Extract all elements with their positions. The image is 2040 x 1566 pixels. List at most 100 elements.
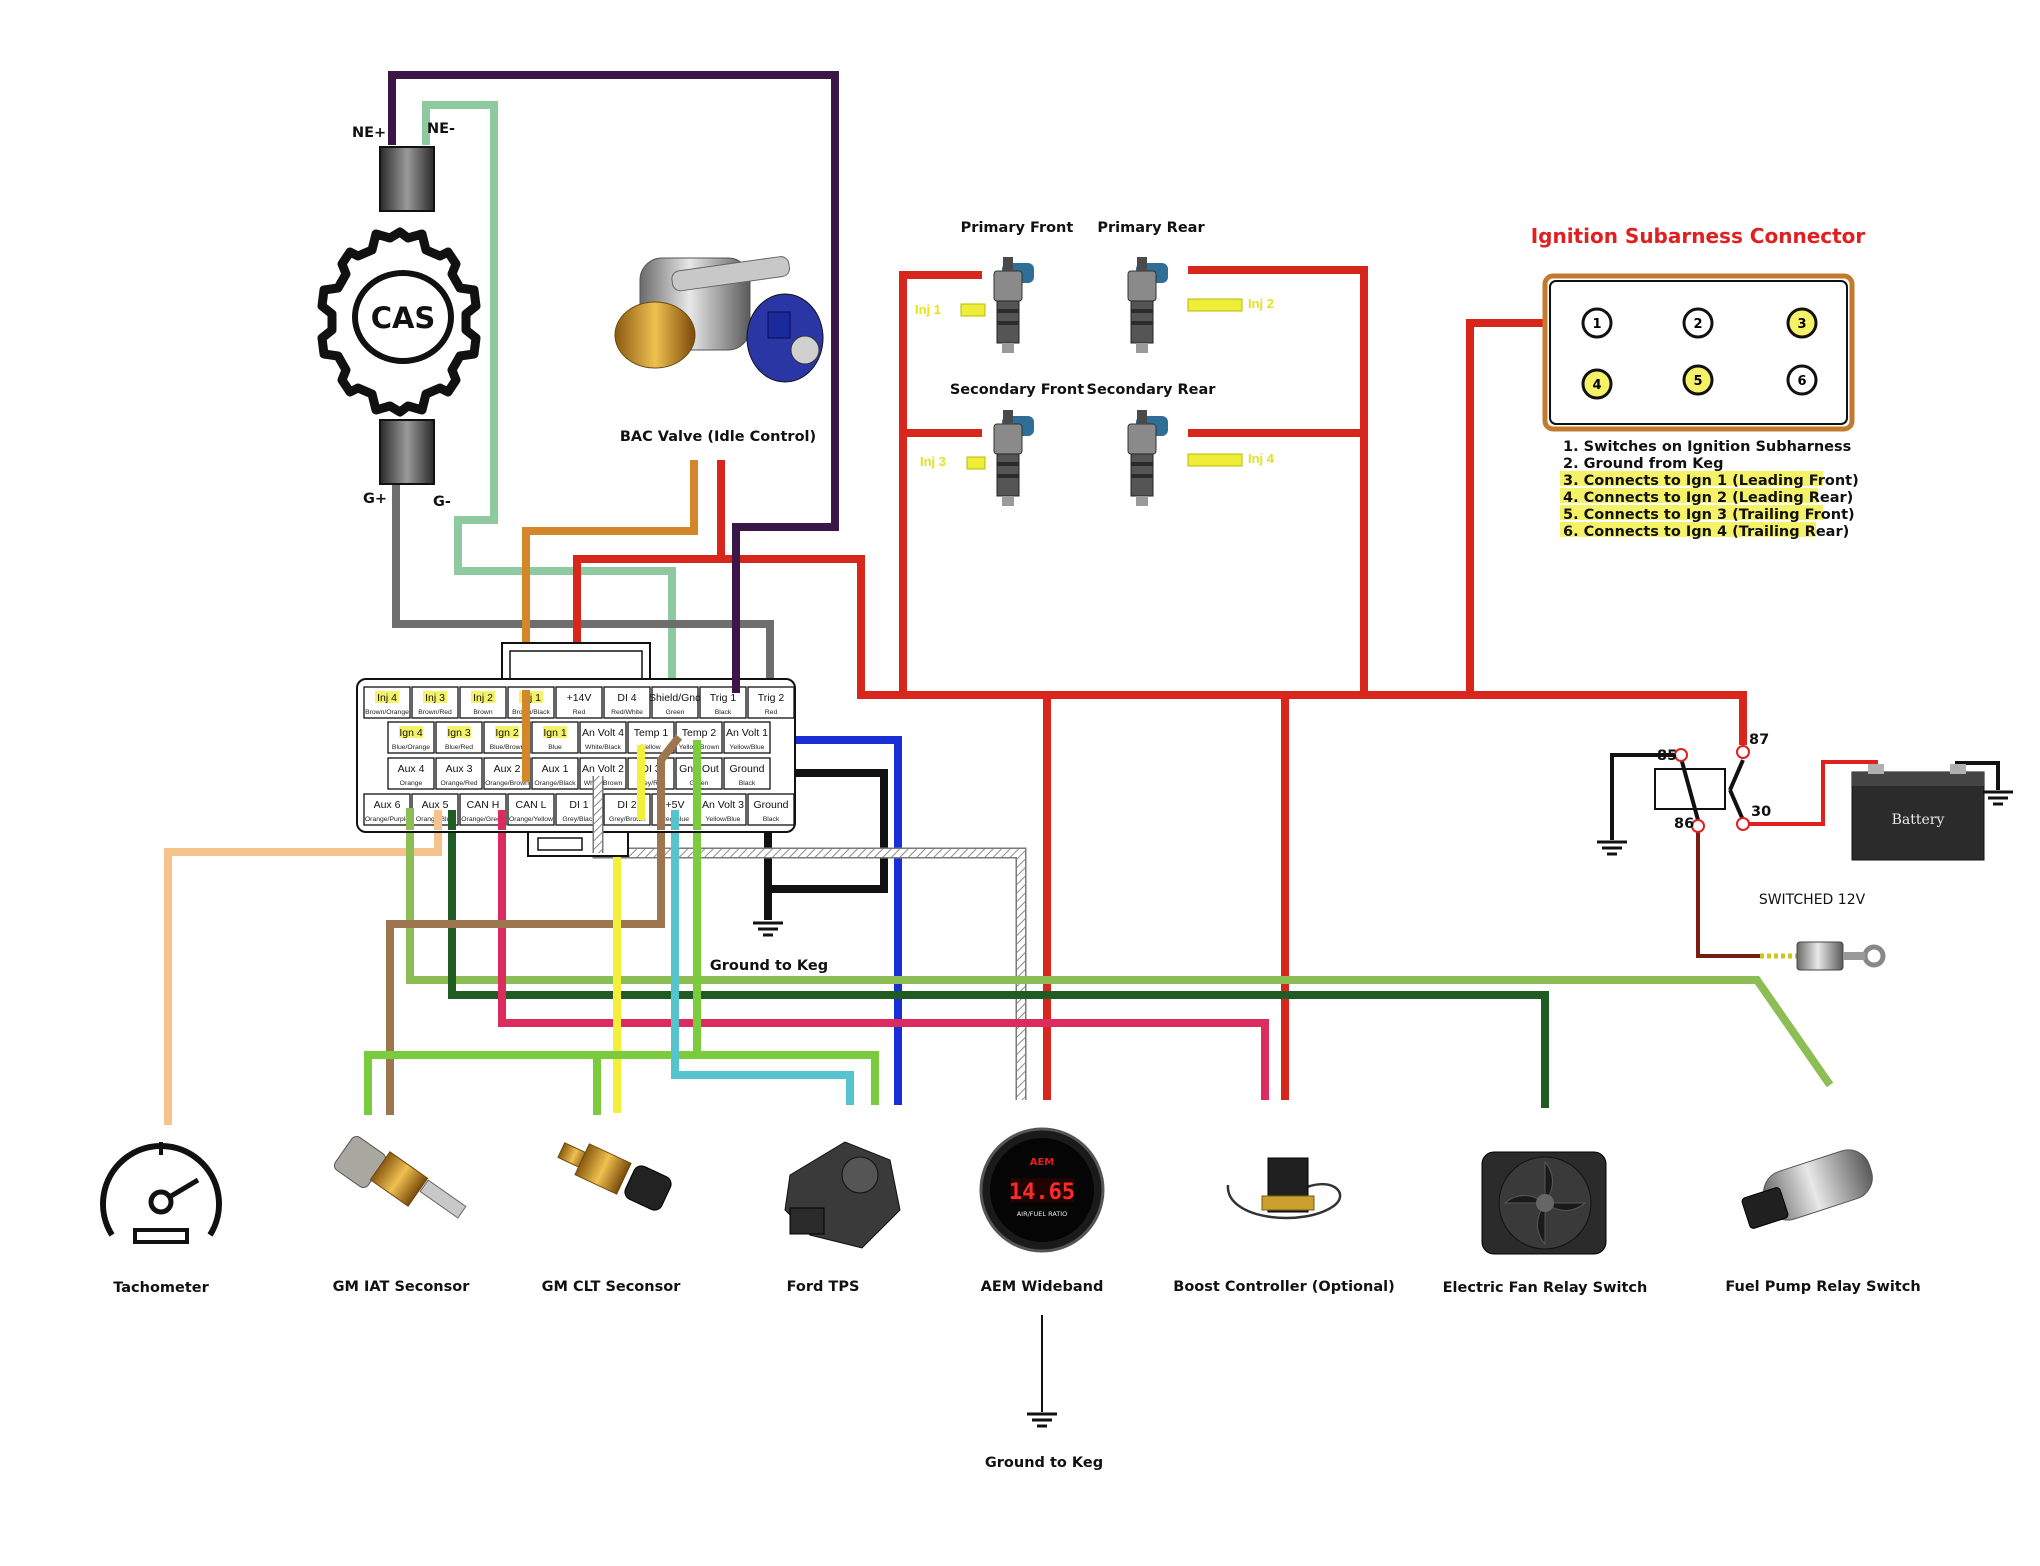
wire-overlay (406, 527, 740, 853)
relay-terminal-86 (1691, 819, 1705, 833)
ecu-pin-box (723, 757, 771, 790)
g-minus-label: G- (433, 494, 451, 510)
inj2-lead (1187, 298, 1243, 312)
bac-valve-label: BAC Valve (Idle Control) (620, 429, 816, 445)
iat-tip (419, 1179, 467, 1219)
ecu-pin-label: Aux 6 (374, 799, 401, 811)
ecu-pin-box (435, 757, 483, 790)
device-label-tachometer: Tachometer (113, 1280, 209, 1296)
boost-controller (1226, 1157, 1342, 1220)
ecu-pin-color: Brown/Red (418, 709, 452, 716)
relay-85-label: 85 (1657, 748, 1677, 764)
ecu-pin-label: DI 4 (617, 692, 636, 704)
bac-valve: BAC Valve (Idle Control) (614, 256, 824, 445)
ign-pin-2 (1682, 307, 1714, 339)
ecu-pin-color: Blue/Red (445, 744, 473, 751)
ecu-pin-label: Trig 2 (758, 692, 785, 704)
switched-12v-ring (1862, 944, 1886, 968)
ecu-pin-color: Yellow/Blue (730, 744, 765, 751)
ecu-pin-label: Ign 4 (399, 727, 423, 739)
ecu-pin: Ign 1 Blue (531, 721, 579, 754)
ecu-pin-label: DI 3 (641, 763, 660, 775)
battery-terminal-pos (1868, 764, 1884, 774)
ecu-pin-label: Ground (753, 799, 788, 811)
ecu-pin-color: Grey/Black (562, 816, 596, 823)
ecu-pin-label: Inj 4 (377, 692, 397, 704)
ecu-pin-color: Orange/Brown (485, 780, 529, 787)
ecu-pin-label: An Volt 2 (582, 763, 624, 775)
wire-fuelpump-olive (406, 820, 1834, 1088)
ecu-pin-label: Inj 2 (473, 692, 493, 704)
device-label-gm-iat: GM IAT Seconsor (333, 1279, 471, 1295)
ignition-connector-body (1542, 273, 1855, 432)
g-pickup (379, 419, 435, 485)
battery-label: Battery (1892, 812, 1945, 828)
ecu-pin-label: Ign 1 (543, 727, 567, 739)
aem-digits: 14.65 (1009, 1180, 1075, 1205)
ecu-pin-color: Blue (548, 744, 562, 751)
fuel-pump (1741, 1149, 1873, 1229)
ecu-pin-box (699, 793, 747, 826)
injectors: Primary Front Primary Rear Secondary Fro… (915, 220, 1275, 507)
ecu-pin-color: Orange/Red (440, 780, 477, 787)
cas-sensor: CAS NE+ NE- G+ G- (317, 121, 481, 510)
ecu-pin-highlight (423, 691, 447, 703)
ecu-pin-highlight (543, 726, 567, 738)
ign-pin-2-label: 2 (1693, 317, 1702, 332)
wire-bac-red (573, 460, 725, 693)
wideband-ground-icon (1025, 1412, 1059, 1428)
cas-center (352, 270, 454, 364)
ecu-pin-label: Aux 3 (446, 763, 473, 775)
relay-86-label: 86 (1674, 816, 1694, 832)
relay-ground-icon (1595, 840, 1629, 856)
injector-primary-front (993, 256, 1035, 354)
note-hl-6 (1560, 522, 1816, 537)
electric-fan (1481, 1151, 1607, 1255)
wideband-ground: Ground to Keg (985, 1315, 1103, 1471)
ign-pin-6-label: 6 (1797, 374, 1806, 389)
tacho-display (133, 1228, 189, 1244)
battery: Battery (1851, 764, 2015, 861)
ignition-note-2: 2. Ground from Keg (1563, 456, 1724, 472)
device-label-boost-controller: Boost Controller (Optional) (1173, 1279, 1394, 1295)
ignition-note-3: 3. Connects to Ign 1 (Leading Front) (1563, 473, 1859, 489)
ecu-pin-highlight (447, 726, 471, 738)
inj4-label: Inj 4 (1248, 451, 1275, 466)
tacho-hub (148, 1189, 174, 1215)
wire-sensor-ground-green-tps (697, 1051, 879, 1105)
tachometer (100, 1142, 222, 1244)
ecu-pin-box (507, 793, 555, 826)
ecu-pin-label: An Volt 4 (582, 727, 624, 739)
ecu-pin-highlight (495, 726, 519, 738)
ford-tps (784, 1141, 901, 1249)
switched-12v-label: SWITCHED 12V (1759, 892, 1866, 908)
inj4-lead (1187, 453, 1243, 467)
ecu-pin-label: DI 1 (569, 799, 588, 811)
ecu-ground: Ground to Keg (710, 921, 828, 974)
ecu-pin-box (651, 686, 699, 719)
aem-wideband: 14.65 AEM AIR/FUEL RATIO (979, 1127, 1105, 1253)
ecu-pin-label: Ign 2 (495, 727, 519, 739)
ecu-ground-label: Ground to Keg (710, 958, 828, 974)
wire-power-red-main (721, 555, 1747, 745)
ecu-pin-color: Orange/Yellow (509, 816, 553, 823)
wire-brown-over (657, 734, 683, 830)
relay-terminal-85 (1674, 748, 1688, 762)
ecu-pin-label: DI 2 (617, 799, 636, 811)
ne-minus-label: NE- (427, 121, 455, 137)
ecu-pin-color: Red (765, 709, 778, 716)
ecu-pin-label: Aux 1 (542, 763, 569, 775)
ecu-pin-color: Orange/Green (461, 816, 505, 823)
ecu-pin-color: Black (739, 780, 756, 787)
ecu-pin-box (747, 686, 795, 719)
switched-12v: SWITCHED 12V (1759, 892, 1886, 971)
